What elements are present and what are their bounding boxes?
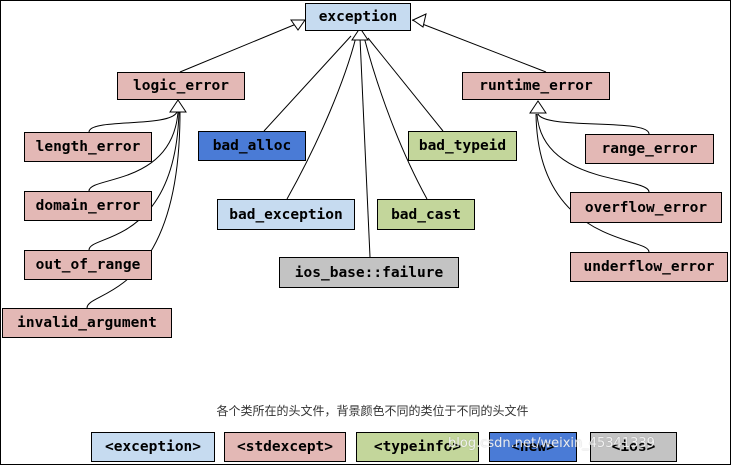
node-invalid-argument: invalid_argument bbox=[2, 308, 172, 338]
legend-typeinfo-header: <typeinfo> bbox=[356, 432, 479, 462]
link-logic-error-exception bbox=[179, 21, 302, 73]
arrowhead-exception-bottom bbox=[351, 27, 369, 41]
node-out-of-range: out_of_range bbox=[24, 250, 152, 280]
link-overflow-error bbox=[536, 113, 650, 193]
legend-caption: 各个类所在的头文件，背景颜色不同的类位于不同的头文件 bbox=[216, 404, 529, 418]
node-bad-cast: bad_cast bbox=[377, 199, 475, 230]
node-underflow-error: underflow_error bbox=[570, 252, 728, 282]
node-exception: exception bbox=[305, 3, 411, 31]
link-bad-cast-exception bbox=[363, 36, 428, 200]
node-runtime-error: runtime_error bbox=[462, 72, 610, 100]
node-overflow-error: overflow_error bbox=[570, 192, 722, 223]
link-out-of-range bbox=[88, 111, 180, 251]
legend-exception-header: <exception> bbox=[91, 432, 215, 462]
node-range-error: range_error bbox=[585, 134, 714, 164]
node-bad-typeid: bad_typeid bbox=[408, 131, 517, 161]
link-length-error bbox=[88, 111, 178, 133]
node-length-error: length_error bbox=[24, 132, 152, 162]
node-domain-error: domain_error bbox=[24, 191, 152, 221]
watermark: blog.csdn.net/weixin_45341339 bbox=[448, 436, 655, 451]
link-bad-typeid-exception bbox=[367, 37, 444, 132]
legend-ios-header: <ios> bbox=[590, 432, 677, 462]
link-ios-failure-exception bbox=[359, 37, 371, 258]
link-bad-alloc-exception bbox=[263, 35, 352, 132]
link-bad-exception-exception bbox=[286, 36, 357, 200]
arrowhead-exception-right bbox=[412, 13, 427, 28]
node-ios-base-failure: ios_base::failure bbox=[279, 257, 459, 288]
arrowhead-exception-left bbox=[290, 19, 306, 31]
node-bad-alloc: bad_alloc bbox=[198, 131, 306, 161]
arrowhead-runtime-error bbox=[529, 100, 547, 114]
node-bad-exception: bad_exception bbox=[217, 199, 355, 230]
arrowhead-logic-error bbox=[169, 99, 187, 113]
link-range-error bbox=[537, 113, 650, 135]
link-runtime-error-exception bbox=[411, 19, 547, 73]
link-domain-error bbox=[88, 111, 179, 192]
legend-new-header: <new> bbox=[489, 432, 577, 462]
node-logic-error: logic_error bbox=[117, 72, 245, 100]
link-underflow-error bbox=[535, 113, 650, 253]
legend-stdexcept-header: <stdexcept> bbox=[224, 432, 346, 462]
